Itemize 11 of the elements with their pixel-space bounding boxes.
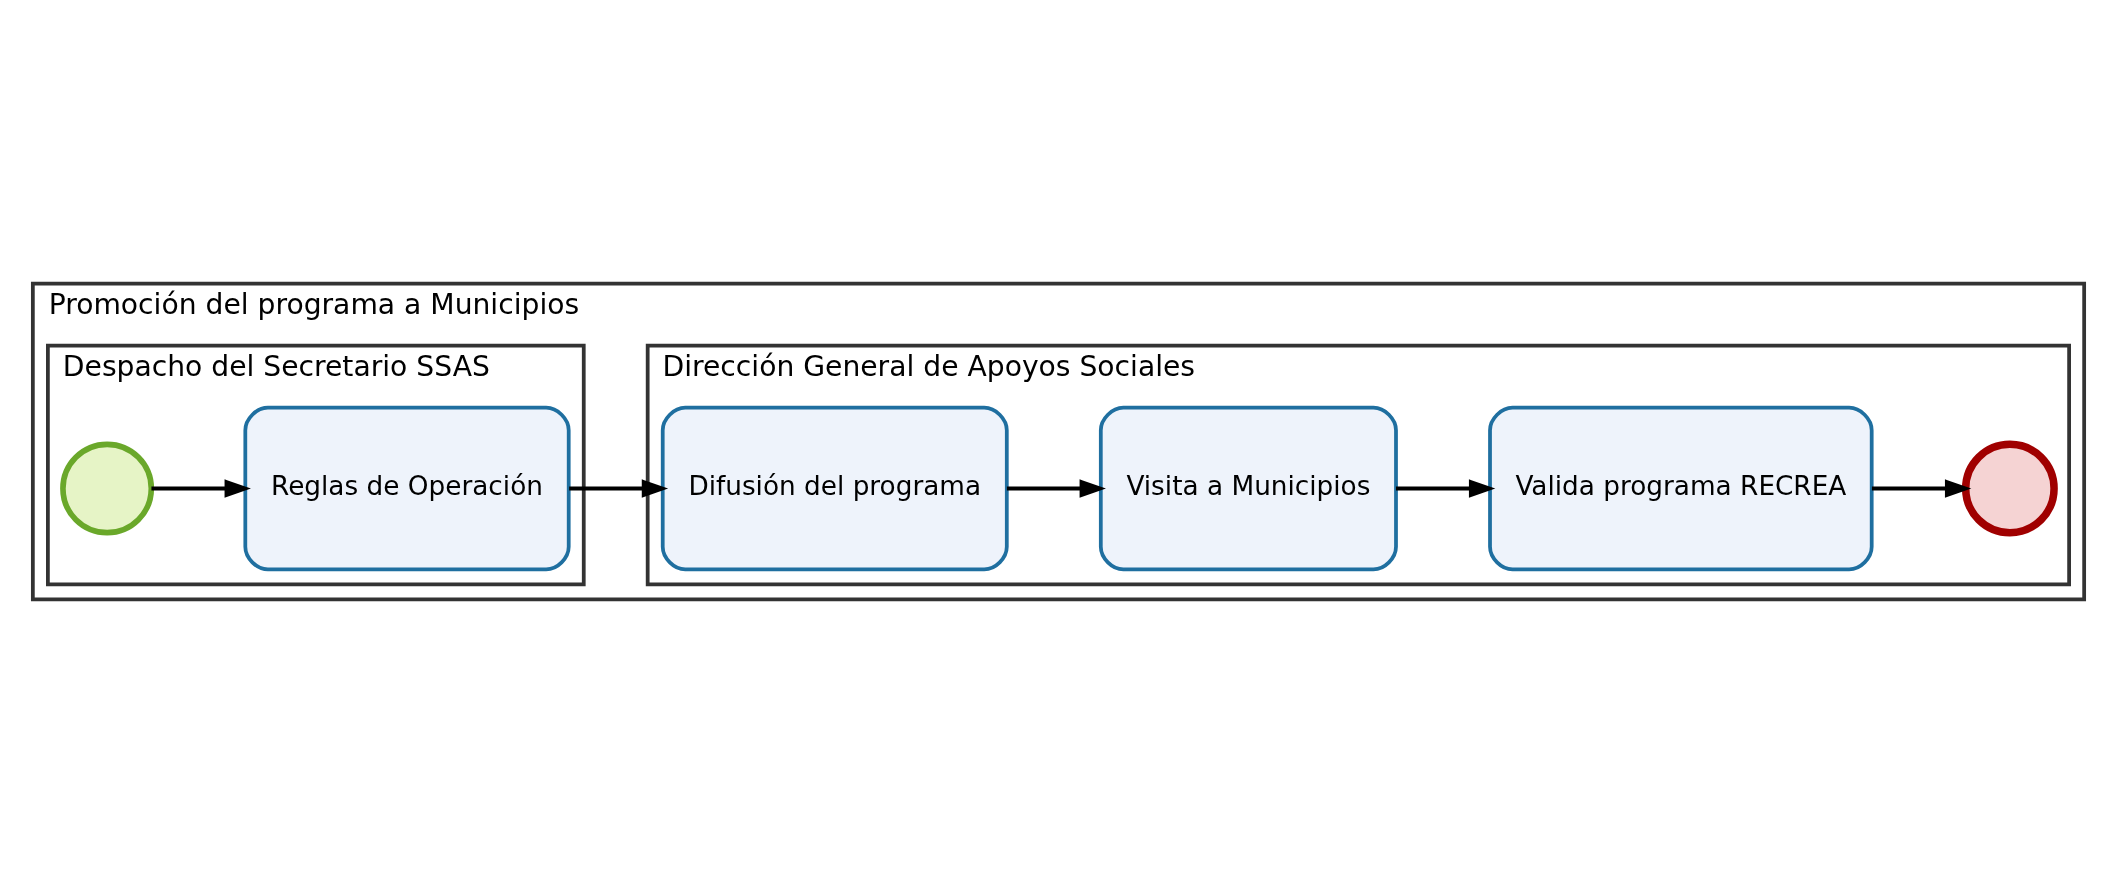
arrow (1006, 479, 1106, 498)
arrow (569, 479, 669, 498)
arrow (1396, 479, 1496, 498)
node-circle (60, 441, 155, 536)
node-box: Reglas de Operación (243, 405, 571, 572)
node-box: Difusión del programa (660, 405, 1009, 572)
node-circle (1961, 440, 2058, 537)
node-box: Visita a Municipios (1098, 405, 1398, 572)
node-box: Valida programa RECREA (1488, 405, 1874, 572)
arrow (151, 479, 251, 498)
arrow (1871, 479, 1972, 498)
